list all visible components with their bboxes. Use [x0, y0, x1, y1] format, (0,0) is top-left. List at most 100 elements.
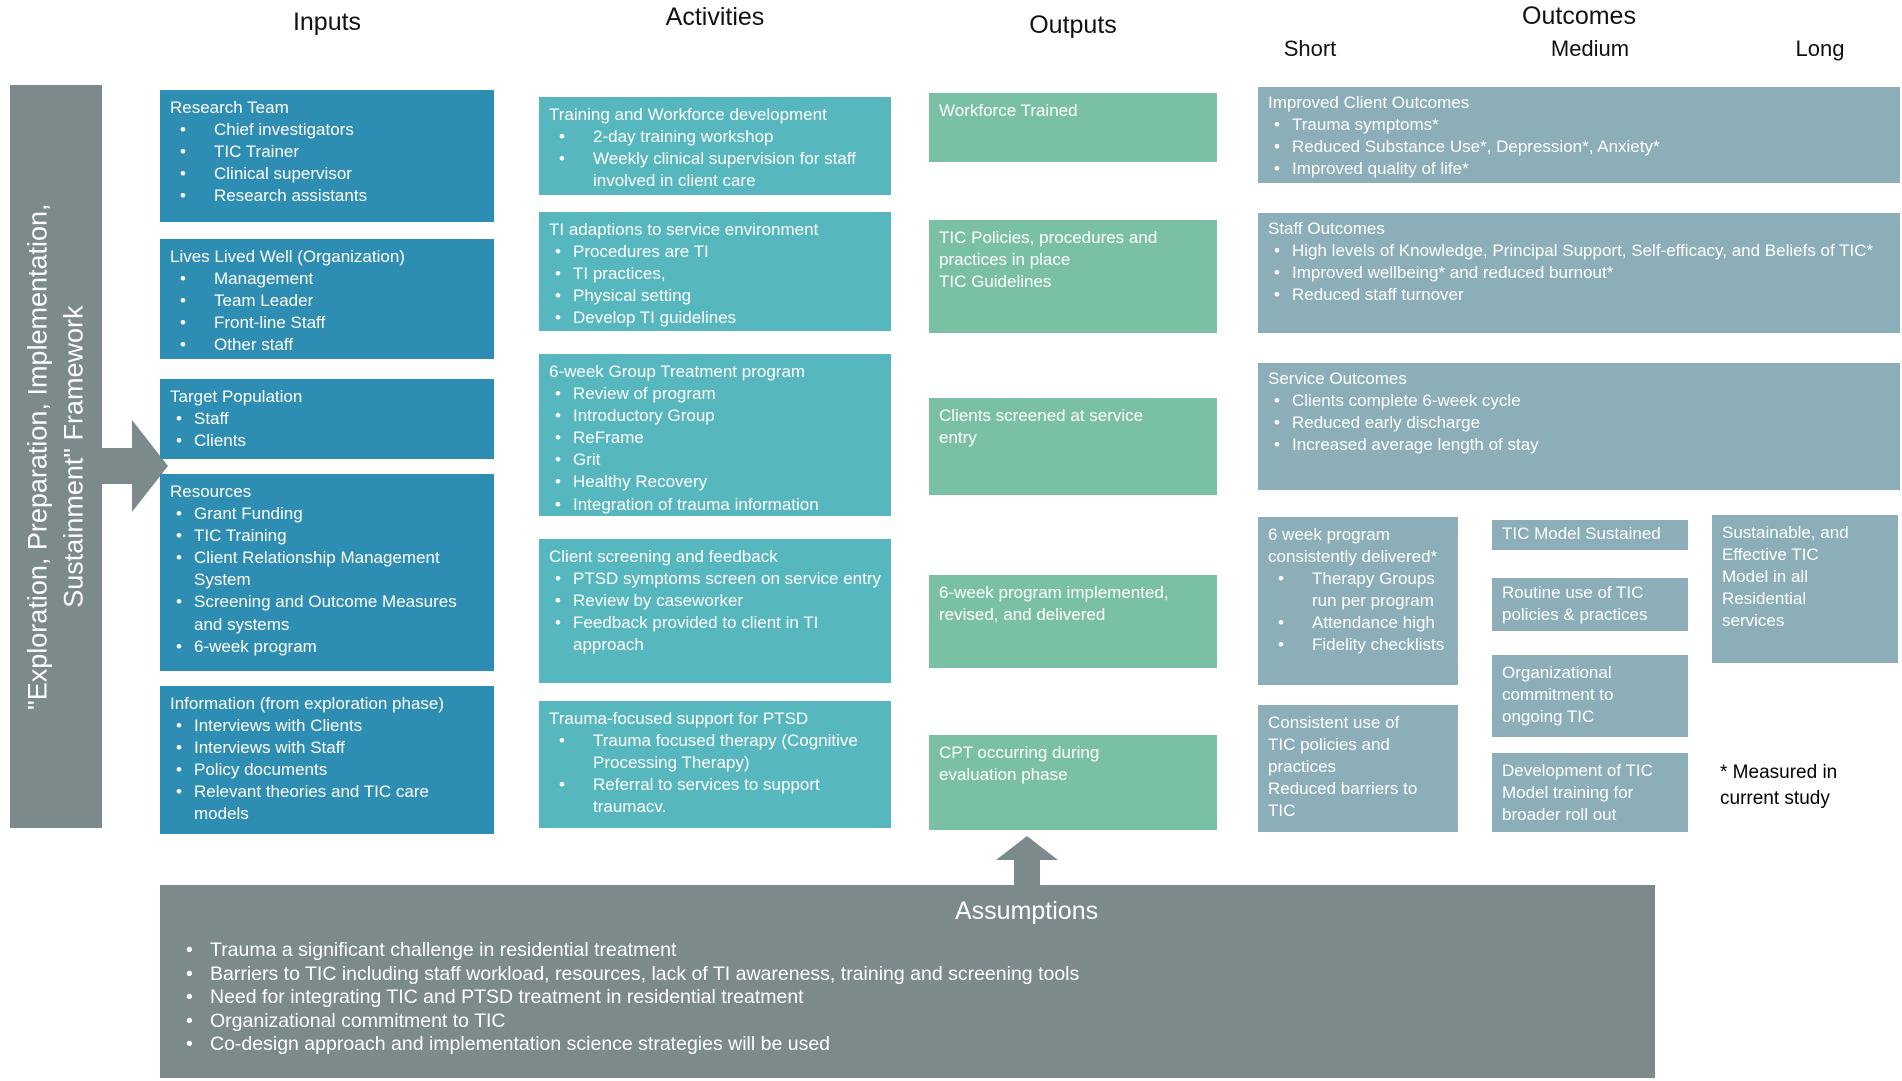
bullet-item: 6-week program: [170, 636, 484, 658]
box-tic-model-sustained: TIC Model Sustained: [1492, 520, 1688, 550]
box-title: 6-week Group Treatment program: [549, 362, 806, 381]
box-title: Resources: [170, 482, 252, 501]
box-development-tic-training: Development of TIC Model training for br…: [1492, 753, 1688, 832]
bullet-item: Front-line Staff: [170, 312, 484, 334]
bullet-item: Fidelity checklists: [1268, 634, 1448, 656]
box-improved-client-outcomes: Improved Client Outcomes Trauma symptoms…: [1258, 87, 1900, 183]
bullet-item: Reduced Substance Use*, Depression*, Anx…: [1268, 136, 1890, 158]
bullet-item: TIC Training: [170, 525, 484, 547]
bullet-item: Feedback provided to client in TI approa…: [549, 612, 881, 656]
box-training-workforce: Training and Workforce development 2-day…: [539, 97, 891, 195]
box-clients-screened: Clients screened at service entry: [929, 398, 1217, 495]
bullet-item: Improved quality of life*: [1268, 158, 1890, 180]
bullet-item: Increased average length of stay: [1268, 434, 1890, 456]
bullet-item: Reduced staff turnover: [1268, 284, 1890, 306]
bullet-item: Co-design approach and implementation sc…: [182, 1033, 1635, 1057]
bullet-item: Organizational commitment to TIC: [182, 1010, 1635, 1034]
box-ti-adaptions: TI adaptions to service environment Proc…: [539, 212, 891, 331]
box-group-treatment-program: 6-week Group Treatment program Review of…: [539, 354, 891, 516]
bullet-item: Client Relationship Management System: [170, 547, 484, 591]
box-research-team: Research Team Chief investigators TIC Tr…: [160, 90, 494, 222]
box-program-implemented: 6-week program implemented, revised, and…: [929, 575, 1217, 668]
bullet-item: Clinical supervisor: [170, 163, 484, 185]
box-title: Trauma-focused support for PTSD: [549, 709, 809, 728]
bullet-item: Clients: [170, 430, 484, 452]
box-title: Improved Client Outcomes: [1268, 93, 1470, 112]
box-routine-use-tic: Routine use of TIC policies & practices: [1492, 578, 1688, 631]
box-service-outcomes: Service Outcomes Clients complete 6-week…: [1258, 363, 1900, 490]
bullet-item: TI practices,: [549, 263, 881, 285]
box-title: Information (from exploration phase): [170, 694, 445, 713]
box-consistent-use-tic: Consistent use of TIC policies and pract…: [1258, 705, 1458, 832]
bullet-item: Need for integrating TIC and PTSD treatm…: [182, 986, 1635, 1010]
box-information-exploration: Information (from exploration phase) Int…: [160, 686, 494, 834]
box-title: Training and Workforce development: [549, 105, 827, 124]
box-title: 6 week program consistently delivered*: [1268, 525, 1438, 567]
bullet-item: Improved wellbeing* and reduced burnout*: [1268, 262, 1890, 284]
column-header-outcomes-short: Short: [1283, 36, 1337, 61]
bullet-item: Team Leader: [170, 290, 484, 312]
bullet-item: Develop TI guidelines: [549, 307, 881, 329]
box-title: Lives Lived Well (Organization): [170, 247, 405, 266]
column-header-outcomes-medium: Medium: [1550, 36, 1630, 61]
box-trauma-focused-support: Trauma-focused support for PTSD Trauma f…: [539, 701, 891, 828]
box-target-population: Target Population Staff Clients: [160, 379, 494, 459]
bullet-item: Clients complete 6-week cycle: [1268, 390, 1890, 412]
box-title: Client screening and feedback: [549, 547, 778, 566]
box-title: Staff Outcomes: [1268, 219, 1385, 238]
bullet-item: ReFrame: [549, 427, 881, 449]
assumptions-up-arrow-icon: [996, 836, 1058, 886]
bullet-item: Therapy Groups run per program: [1268, 568, 1448, 612]
box-title: Service Outcomes: [1268, 369, 1407, 388]
column-header-outputs: Outputs: [1029, 11, 1117, 39]
bullet-item: Weekly clinical supervision for staff in…: [549, 148, 881, 192]
box-organizational-commitment: Organizational commitment to ongoing TIC: [1492, 655, 1688, 737]
box-staff-outcomes: Staff Outcomes High levels of Knowledge,…: [1258, 213, 1900, 333]
bullet-item: Procedures are TI: [549, 241, 881, 263]
bullet-item: Chief investigators: [170, 119, 484, 141]
box-client-screening-feedback: Client screening and feedback PTSD sympt…: [539, 539, 891, 683]
bullet-item: Attendance high: [1268, 612, 1448, 634]
bullet-item: Interviews with Staff: [170, 737, 484, 759]
bullet-item: Barriers to TIC including staff workload…: [182, 963, 1635, 987]
bullet-item: Management: [170, 268, 484, 290]
box-workforce-trained: Workforce Trained: [929, 93, 1217, 162]
box-cpt-occurring: CPT occurring during evaluation phase: [929, 735, 1217, 830]
bullet-item: Integration of trauma information: [549, 494, 881, 516]
bullet-item: Referral to services to support traumacv…: [549, 774, 881, 818]
bullet-item: Staff: [170, 408, 484, 430]
bullet-item: Trauma focused therapy (Cognitive Proces…: [549, 730, 881, 774]
box-sustainable-tic-model: Sustainable, and Effective TIC Model in …: [1712, 515, 1898, 663]
bullet-item: Review of program: [549, 383, 881, 405]
box-title: TI adaptions to service environment: [549, 220, 819, 239]
bullet-item: TIC Trainer: [170, 141, 484, 163]
assumptions-box: Assumptions Trauma a significant challen…: [160, 885, 1655, 1078]
framework-right-arrow-icon: [96, 420, 168, 512]
bullet-item: Reduced early discharge: [1268, 412, 1890, 434]
bullet-item: Healthy Recovery: [549, 471, 881, 493]
framework-label: "Exploration, Preparation, Implementatio…: [22, 203, 88, 710]
box-title: Research Team: [170, 98, 289, 117]
column-header-outcomes: Outcomes: [1522, 2, 1636, 30]
bullet-item: Interviews with Clients: [170, 715, 484, 737]
framework-sidebar: "Exploration, Preparation, Implementatio…: [10, 85, 102, 828]
column-header-activities: Activities: [665, 3, 765, 31]
bullet-item: Research assistants: [170, 185, 484, 207]
bullet-item: Screening and Outcome Measures and syste…: [170, 591, 484, 635]
bullet-item: Trauma symptoms*: [1268, 114, 1890, 136]
box-resources: Resources Grant Funding TIC Training Cli…: [160, 474, 494, 671]
bullet-item: PTSD symptoms screen on service entry: [549, 568, 881, 590]
column-header-outcomes-long: Long: [1795, 36, 1845, 61]
bullet-item: Introductory Group: [549, 405, 881, 427]
box-title: Target Population: [170, 387, 303, 406]
bullet-item: Grit: [549, 449, 881, 471]
bullet-item: 2-day training workshop: [549, 126, 881, 148]
bullet-item: Grant Funding: [170, 503, 484, 525]
bullet-item: Review by caseworker: [549, 590, 881, 612]
bullet-item: Trauma a significant challenge in reside…: [182, 939, 1635, 963]
measured-footnote: * Measured in current study: [1720, 762, 1838, 809]
bullet-item: Physical setting: [549, 285, 881, 307]
bullet-item: Policy documents: [170, 759, 484, 781]
bullet-item: Other staff: [170, 334, 484, 356]
